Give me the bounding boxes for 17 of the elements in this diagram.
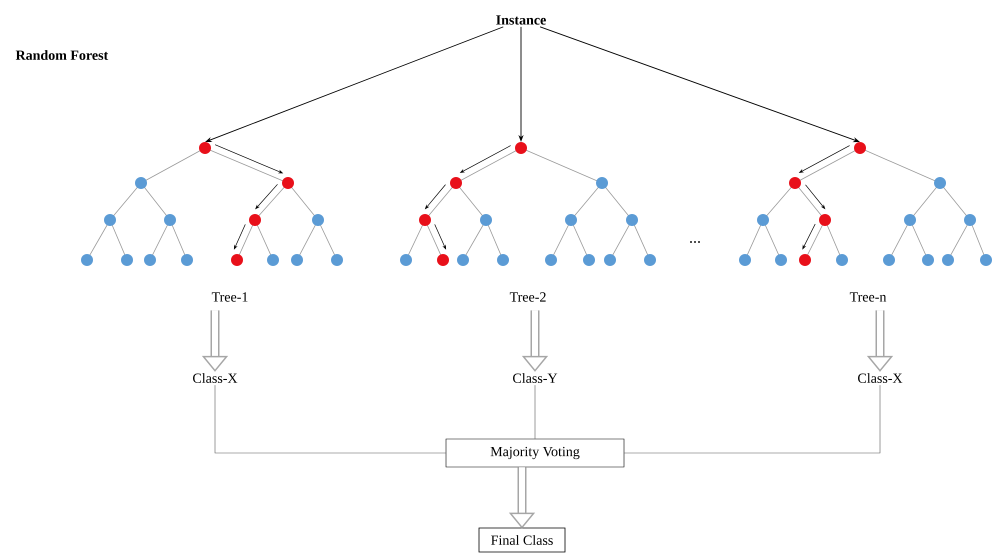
ellipsis: ... xyxy=(690,241,700,243)
tree-label: Tree-n xyxy=(850,292,886,302)
result-box: Final Class xyxy=(478,528,566,552)
instance-label: Instance xyxy=(496,15,546,25)
connector-line xyxy=(534,384,536,439)
voting-box: Majority Voting xyxy=(446,438,624,468)
connector-line xyxy=(624,384,880,454)
diagram-title: Random Forest xyxy=(16,50,108,60)
tree-label: Tree-2 xyxy=(510,292,546,302)
connector-line xyxy=(214,384,446,454)
tree-drawing xyxy=(81,142,343,266)
class-label: Class-X xyxy=(858,373,902,383)
class-label: Class-Y xyxy=(513,373,558,383)
class-label: Class-X xyxy=(193,373,238,383)
tree-drawing xyxy=(400,142,656,266)
tree-drawing xyxy=(739,142,992,266)
tree-label: Tree-1 xyxy=(212,292,248,302)
